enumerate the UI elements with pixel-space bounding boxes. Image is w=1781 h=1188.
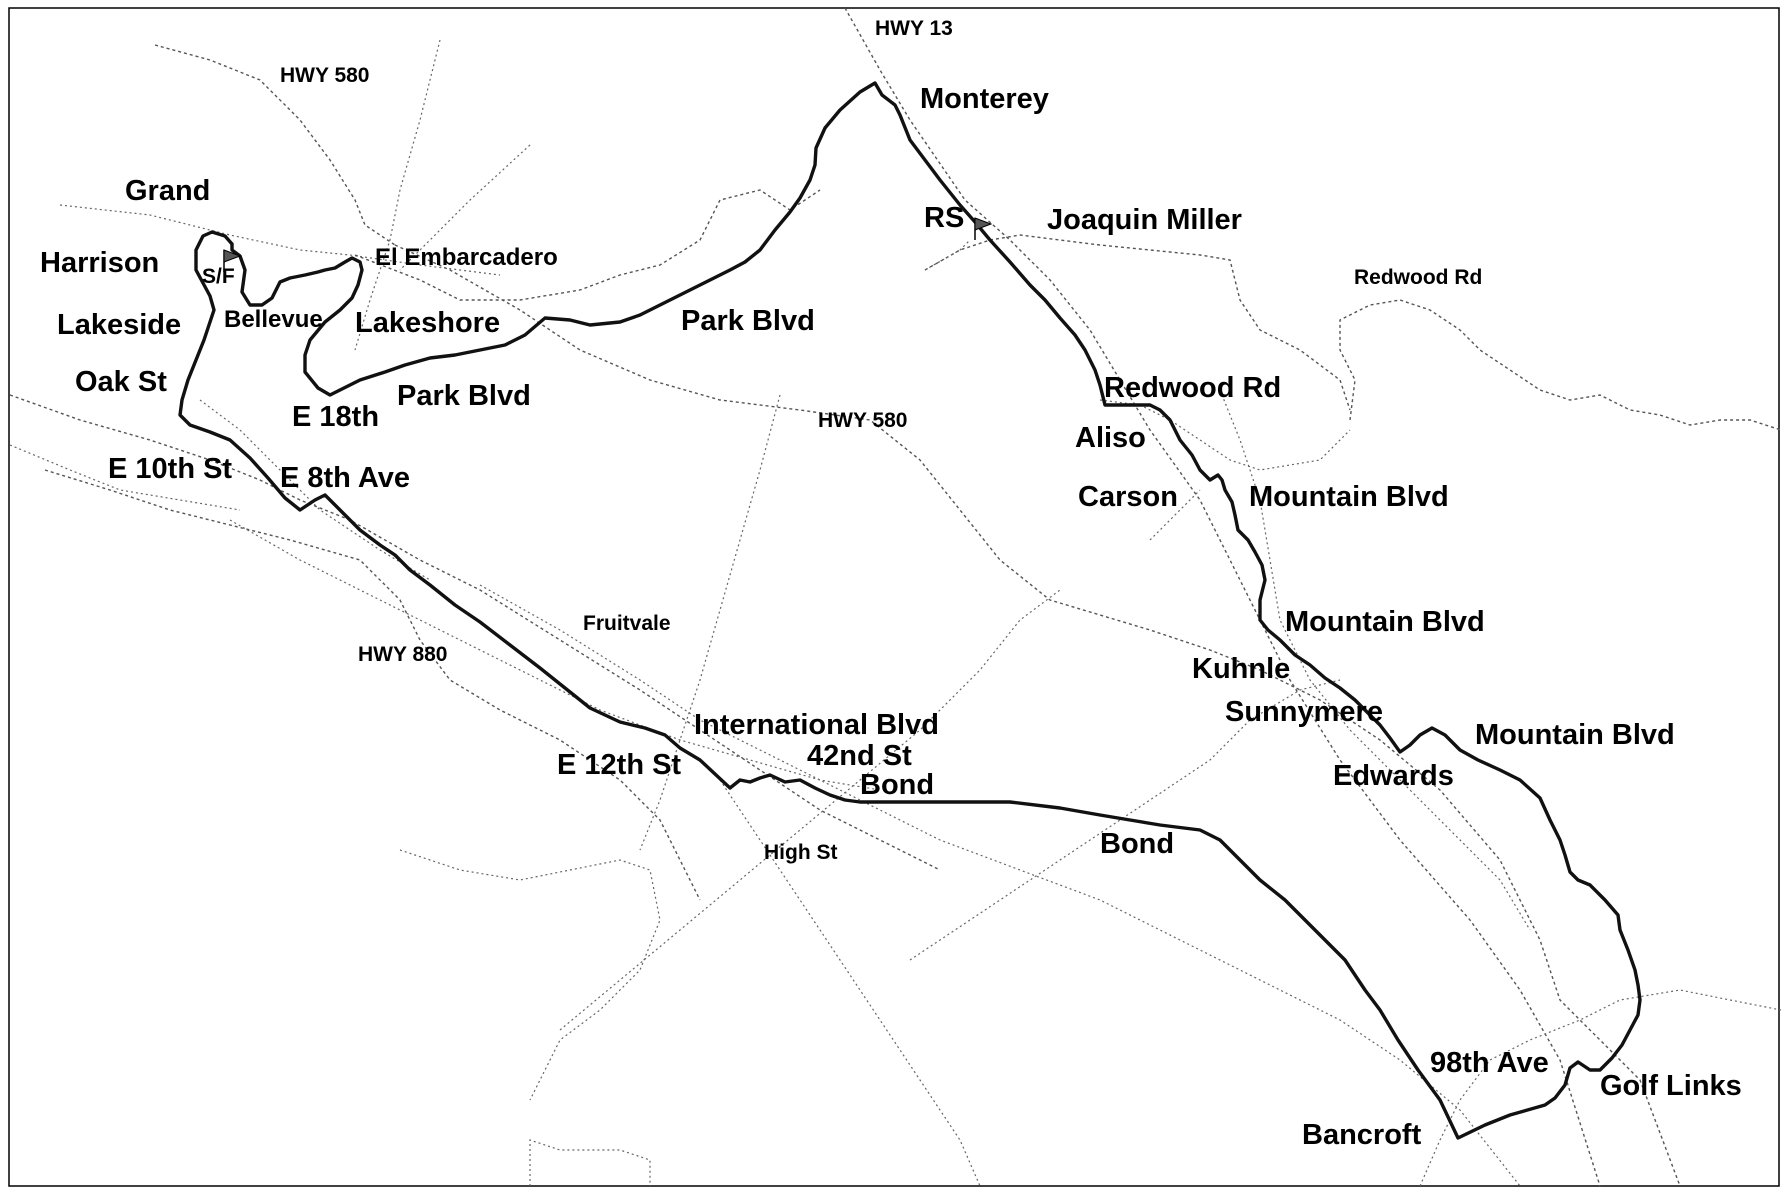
42nd-st-label: 42nd St <box>807 740 912 772</box>
golf-links-label: Golf Links <box>1600 1070 1742 1102</box>
rest-stop-label: RS <box>924 202 964 234</box>
fruitvale-label: Fruitvale <box>583 612 671 635</box>
hwy-580-road <box>394 244 1681 1187</box>
oak-st-label: Oak St <box>75 366 167 398</box>
redwood-rd-top-label: Redwood Rd <box>1354 266 1482 289</box>
start-finish-marker: S/F <box>202 249 242 288</box>
hwy-580-central-label: HWY 580 <box>818 409 908 432</box>
aliso-road <box>1099 399 1351 471</box>
park-blvd-road <box>354 189 821 301</box>
joaquin-miller-west-road <box>924 239 971 271</box>
98th-ave-label: 98th Ave <box>1430 1047 1549 1079</box>
hwy-13-label: HWY 13 <box>875 17 953 40</box>
e-12th-st-road <box>229 519 881 791</box>
international-blvd-label: International Blvd <box>694 709 939 741</box>
race-route <box>178 81 1642 1140</box>
rest-stop-marker: RS <box>924 202 993 240</box>
hwy-13-road <box>844 7 1601 1187</box>
bond-1-label: Bond <box>860 769 934 801</box>
mountain-blvd-3-label: Mountain Blvd <box>1475 719 1675 751</box>
bancroft-label: Bancroft <box>1302 1119 1422 1151</box>
hwy-580-connector-road <box>354 39 441 351</box>
e-8th-ave-label: E 8th Ave <box>280 462 410 494</box>
e-18th-label: E 18th <box>292 401 379 433</box>
park-blvd-upper-label: Park Blvd <box>681 305 815 337</box>
hwy-580-central-road <box>9 394 941 871</box>
map-frame <box>8 7 1780 1187</box>
start-finish-label: S/F <box>202 265 235 288</box>
98th-ave-road <box>909 679 1341 961</box>
e-12th-st-label: E 12th St <box>557 749 681 781</box>
high-st-south-road <box>719 779 981 1187</box>
lakeshore-label: Lakeshore <box>355 307 500 339</box>
hwy-880-road <box>44 469 701 901</box>
redwood-rd-label: Redwood Rd <box>1104 372 1281 404</box>
mountain-blvd-2-label: Mountain Blvd <box>1285 606 1485 638</box>
aliso-label: Aliso <box>1075 422 1146 454</box>
grand-label: Grand <box>125 175 210 207</box>
hwy-880-label: HWY 880 <box>358 643 448 666</box>
monterey-label: Monterey <box>920 83 1049 115</box>
carson-road <box>1149 489 1201 541</box>
mountain-blvd-1-label: Mountain Blvd <box>1249 481 1449 513</box>
kuhnle-label: Kuhnle <box>1192 653 1290 685</box>
redwood-rd-road <box>1339 299 1781 431</box>
high-st-road <box>559 589 1061 1031</box>
joaquin-miller-label: Joaquin Miller <box>1047 204 1242 236</box>
mountain-blvd-west-road <box>1219 389 1531 931</box>
sunnymere-label: Sunnymere <box>1225 696 1383 728</box>
el-embarcadero-label: El Embarcadero <box>375 244 558 271</box>
bellevue-label: Bellevue <box>224 306 323 333</box>
high-st-label: High St <box>764 841 838 864</box>
joaquin-miller-road <box>924 234 1351 411</box>
hwy-580-north-road <box>154 44 396 246</box>
grand-ave-road <box>59 204 501 276</box>
international-blvd-road <box>479 584 1521 1187</box>
lakeside-label: Lakeside <box>57 309 181 341</box>
southwest-connector-road <box>399 849 661 1101</box>
sf-flag-icon <box>223 249 242 263</box>
oak-st-road <box>199 399 431 581</box>
fruitvale-road <box>639 394 781 851</box>
park-blvd-lower-label: Park Blvd <box>397 380 531 412</box>
bond-2-label: Bond <box>1100 828 1174 860</box>
road-network <box>9 7 1781 1187</box>
e-10th-st-label: E 10th St <box>108 453 232 485</box>
edwards-label: Edwards <box>1333 760 1454 792</box>
rs-flag-icon <box>974 217 993 231</box>
harrison-label: Harrison <box>40 247 159 279</box>
el-embarcadero-road <box>399 144 531 271</box>
east-south-road <box>1419 989 1781 1187</box>
carson-label: Carson <box>1078 481 1178 513</box>
hwy-580-north-label: HWY 580 <box>280 64 370 87</box>
